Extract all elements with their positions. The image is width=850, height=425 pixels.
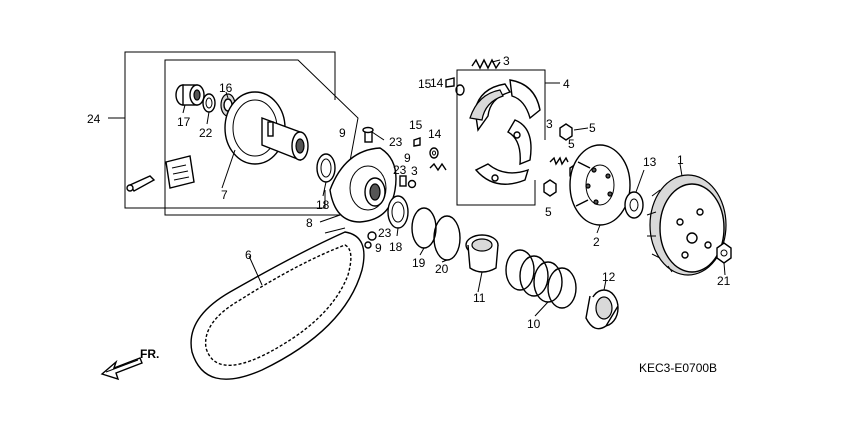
driven-face-7[interactable] bbox=[224, 91, 309, 165]
callout-5: 5 bbox=[568, 137, 575, 151]
callout-19: 19 bbox=[412, 256, 426, 270]
callout-17: 17 bbox=[177, 115, 191, 129]
clutch-spring-3-right[interactable] bbox=[549, 156, 569, 166]
washer-14-middle[interactable] bbox=[429, 147, 439, 159]
callout-9: 9 bbox=[339, 126, 346, 140]
callout-14: 14 bbox=[428, 127, 442, 141]
o-ring-18-right[interactable] bbox=[387, 195, 409, 229]
callout-13: 13 bbox=[643, 155, 657, 169]
callout-3: 3 bbox=[503, 54, 510, 68]
callout-21: 21 bbox=[717, 274, 731, 288]
front-direction-indicator: FR. bbox=[100, 347, 159, 381]
callout-4: 4 bbox=[563, 77, 570, 91]
washer-23-middle[interactable] bbox=[407, 179, 417, 189]
callout-9: 9 bbox=[404, 151, 411, 165]
callout-7: 7 bbox=[221, 188, 228, 202]
washer-13[interactable] bbox=[624, 191, 644, 219]
callout-12: 12 bbox=[602, 270, 616, 284]
movable-driven-face-8[interactable] bbox=[329, 147, 397, 223]
driven-spring-10[interactable] bbox=[505, 249, 577, 309]
oil-seal-22[interactable] bbox=[202, 93, 216, 113]
nut-21[interactable] bbox=[716, 242, 732, 264]
leader-lines bbox=[182, 59, 726, 317]
callout-11: 11 bbox=[473, 291, 486, 305]
callout-14: 14 bbox=[430, 76, 444, 90]
collar-11[interactable] bbox=[465, 234, 499, 273]
o-ring-19[interactable] bbox=[411, 207, 437, 249]
clip-15-upper[interactable] bbox=[445, 77, 455, 88]
callout-10: 10 bbox=[527, 317, 541, 331]
nut-5-upper[interactable] bbox=[559, 123, 573, 141]
callout-23: 23 bbox=[393, 163, 407, 177]
callout-labels: 1 2 3 3 3 4 5 5 5 6 7 8 9 9 9 10 11 12 1… bbox=[87, 54, 731, 331]
callout-3: 3 bbox=[411, 164, 418, 178]
collar-12[interactable] bbox=[585, 289, 619, 330]
o-ring-20[interactable] bbox=[433, 215, 461, 261]
o-ring-18-left[interactable] bbox=[316, 153, 336, 183]
clutch-outer-1[interactable] bbox=[646, 174, 727, 276]
callout-5: 5 bbox=[545, 205, 552, 219]
callout-2: 2 bbox=[593, 235, 600, 249]
callout-6: 6 bbox=[245, 248, 252, 262]
callout-1: 1 bbox=[677, 153, 684, 167]
callout-24: 24 bbox=[87, 112, 101, 126]
callout-3: 3 bbox=[546, 117, 553, 131]
clutch-spring-3-top[interactable] bbox=[471, 58, 501, 70]
washer-14-upper[interactable] bbox=[455, 84, 465, 96]
callout-23: 23 bbox=[389, 135, 403, 149]
guide-roller-23-lower[interactable] bbox=[364, 231, 377, 249]
needle-bearing-17[interactable] bbox=[175, 84, 205, 106]
pin-9-middle[interactable] bbox=[399, 175, 407, 187]
callout-16: 16 bbox=[219, 81, 233, 95]
callout-15: 15 bbox=[409, 118, 423, 132]
callout-23: 23 bbox=[378, 226, 392, 240]
callout-8: 8 bbox=[306, 216, 313, 230]
callout-20: 20 bbox=[435, 262, 449, 276]
spring-3-small[interactable] bbox=[429, 162, 447, 172]
callout-18: 18 bbox=[316, 198, 330, 212]
callout-18: 18 bbox=[389, 240, 403, 254]
drive-plate-2[interactable] bbox=[569, 144, 631, 226]
drive-belt-6[interactable] bbox=[190, 231, 365, 380]
callout-9: 9 bbox=[375, 241, 382, 255]
diagram-code: KEC3-E0700B bbox=[639, 361, 717, 375]
label-tag-icon bbox=[165, 155, 195, 189]
grease-tube-icon bbox=[126, 175, 156, 192]
callout-5: 5 bbox=[589, 121, 596, 135]
callout-15: 15 bbox=[418, 77, 432, 91]
clutch-shoe-set-4[interactable] bbox=[456, 69, 546, 206]
front-label: FR. bbox=[140, 347, 159, 361]
callout-22: 22 bbox=[199, 126, 213, 140]
guide-pin-9-upper[interactable] bbox=[362, 126, 374, 143]
nut-5-lower[interactable] bbox=[543, 179, 557, 197]
clip-15-middle[interactable] bbox=[413, 137, 421, 147]
